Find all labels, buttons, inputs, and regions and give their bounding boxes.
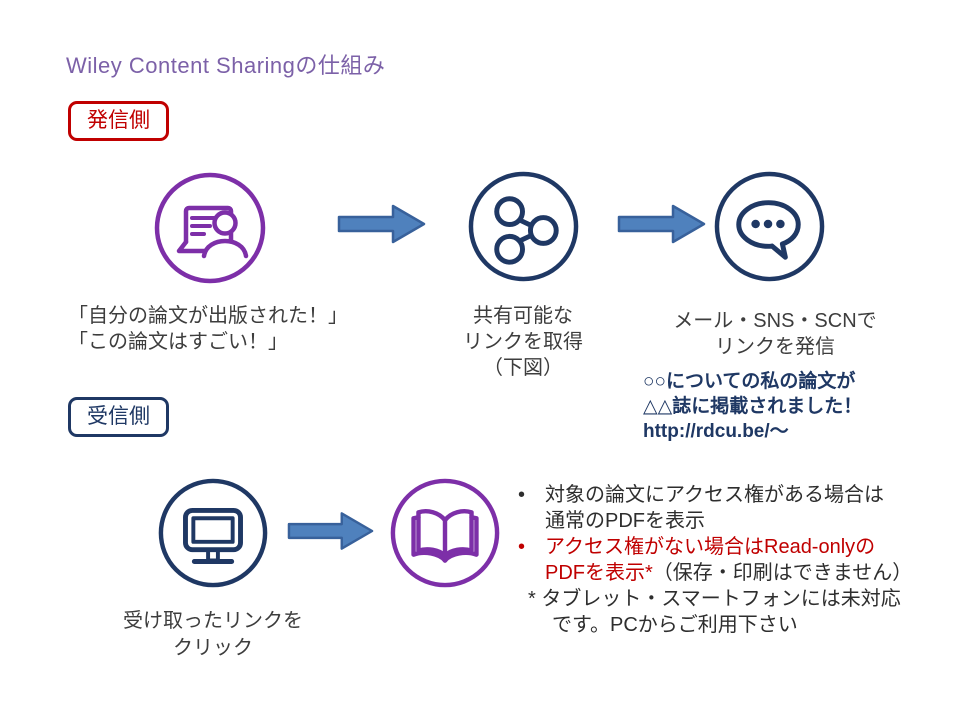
right-arrow-icon [287,509,375,553]
footnote-line: です。PCからご利用下さい [552,614,798,636]
message-url: http://rdcu.be/～ [643,421,789,442]
bullet-icon: • [518,536,526,558]
footnote-line: * タブレット・スマートフォンには未対応 [528,588,901,610]
caption-line: （下図） [483,357,563,379]
caption-line: メール・SNS・SCNで [673,310,877,332]
speech-bubble-icon [712,169,827,284]
sender-step1-caption: 「自分の論文が出版された！」 「この論文はすごい！」 [68,303,348,355]
share-icon [466,169,581,284]
sender-side-label: 発信側 [68,101,169,141]
message-line: ○○についての私の論文が [643,371,856,392]
caption-line: 「この論文はすごい！」 [68,331,288,353]
example-share-message: ○○についての私の論文が △△誌に掲載されました！ http://rdcu.be… [643,369,862,444]
bullet-icon: • [518,484,526,506]
right-arrow-icon [337,202,427,246]
message-line: △△誌に掲載されました！ [643,396,863,417]
caption-line: クリック [173,637,253,659]
caption-line: リンクを発信 [715,336,835,358]
caption-line: 受け取ったリンクを [123,610,303,632]
page-title: Wiley Content Sharingの仕組み [66,53,386,78]
open-book-icon [388,476,502,590]
caption-line: 「自分の論文が出版された！」 [68,305,348,327]
note-bullet-access: • 対象の論文にアクセス権がある場合は 通常のPDFを表示 [512,482,954,534]
sender-step3-caption: メール・SNS・SCNで リンクを発信 [648,308,902,360]
note-text: 対象の論文にアクセス権がある場合は 通常のPDFを表示 [545,484,884,532]
note-bullet-readonly: • アクセス権がない場合はRead-onlyの PDFを表示*（保存・印刷はでき… [512,534,954,586]
presenter-icon [152,170,268,286]
receiver-notes: • 対象の論文にアクセス権がある場合は 通常のPDFを表示 • アクセス権がない… [512,482,954,638]
right-arrow-icon [617,202,707,246]
receiver-step1-caption: 受け取ったリンクを クリック [93,608,333,662]
caption-line: リンクを取得 [463,331,583,353]
monitor-icon [156,476,270,590]
sender-step2-caption: 共有可能な リンクを取得 （下図） [423,303,623,381]
receiver-side-label: 受信側 [68,397,169,437]
note-text: アクセス権がない場合はRead-onlyの PDFを表示*（保存・印刷はできませ… [545,536,913,584]
caption-line: 共有可能な [473,305,573,327]
